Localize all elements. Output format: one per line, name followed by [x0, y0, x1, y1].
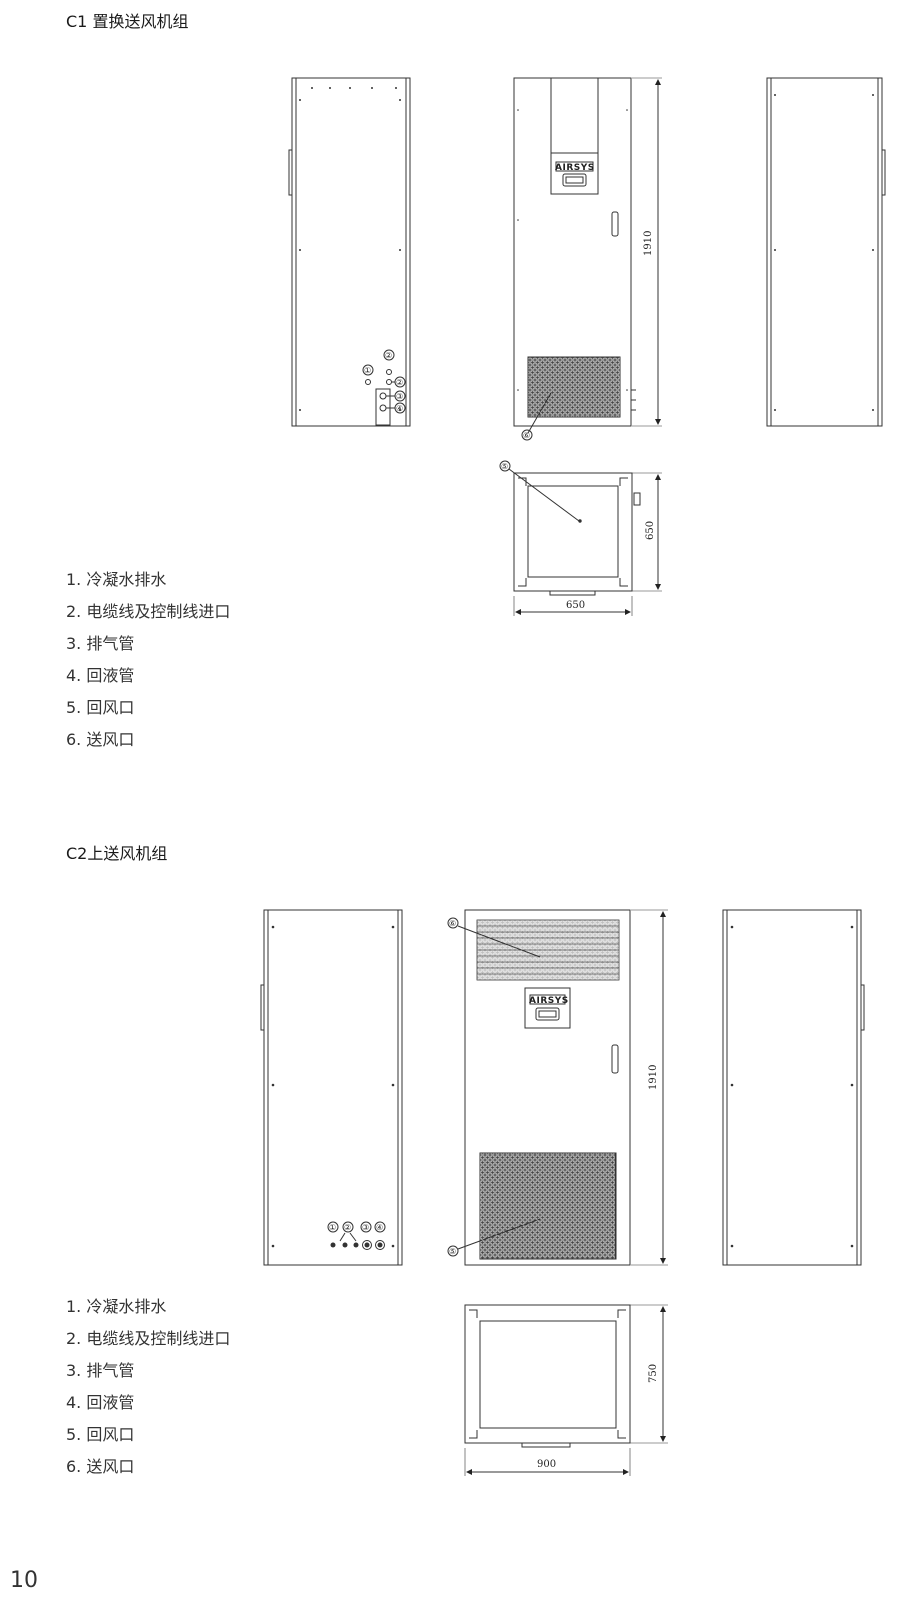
legend-item: 4. 回液管: [66, 1393, 135, 1412]
callout-6: ⑥: [523, 431, 530, 440]
c2-top-view: [464, 1304, 668, 1476]
callout-2: ②: [385, 351, 392, 360]
c1-airsys-logo: AIRSYS: [555, 163, 595, 173]
legend-item: 6. 送风口: [66, 1457, 135, 1476]
c2-dim-depth: 750: [648, 1364, 659, 1383]
callout-1: ①: [329, 1223, 336, 1232]
c1-dim-height: 1910: [643, 231, 654, 256]
legend-item: 1. 冷凝水排水: [66, 570, 167, 589]
c2-airsys-logo: AIRSYS: [529, 996, 569, 1006]
callout-3: ③: [396, 392, 403, 401]
callout-3: ③: [362, 1223, 369, 1232]
legend-item: 1. 冷凝水排水: [66, 1297, 167, 1316]
legend-item: 3. 排气管: [66, 634, 135, 653]
c2-side-view-left: [260, 909, 403, 1266]
legend-item: 2. 电缆线及控制线进口: [66, 1329, 231, 1348]
c1-front-view: [513, 77, 662, 441]
legend-item: 4. 回液管: [66, 666, 135, 685]
callout-5: ⑤: [449, 1247, 456, 1256]
c2-dim-height: 1910: [648, 1065, 659, 1090]
c1-side-view-right: [766, 77, 886, 427]
c1-dim-depth: 650: [645, 521, 656, 540]
legend-item: 5. 回风口: [66, 1425, 135, 1444]
legend-c2: 1. 冷凝水排水 2. 电缆线及控制线进口 3. 排气管 4. 回液管 5. 回…: [66, 1291, 230, 1483]
c2-side-view-right: [722, 909, 865, 1266]
c1-side-view-left: [288, 77, 411, 427]
section-title-c1: C1 置换送风机组: [66, 12, 189, 31]
c1-top-view: [499, 460, 662, 616]
c2-dim-width: 900: [537, 1459, 556, 1470]
callout-6: ⑥: [449, 919, 456, 928]
legend-item: 3. 排气管: [66, 1361, 135, 1380]
callout-5: ⑤: [501, 462, 508, 471]
page-number: 10: [10, 1568, 38, 1593]
callout-2: ②: [396, 378, 403, 387]
callout-1: ①: [364, 366, 371, 375]
callout-2: ②: [344, 1223, 351, 1232]
legend-item: 6. 送风口: [66, 730, 135, 749]
legend-item: 5. 回风口: [66, 698, 135, 717]
c2-callouts-side: [327, 1221, 386, 1233]
callout-4: ④: [396, 404, 403, 413]
c2-front-view: [447, 909, 668, 1266]
section-title-c2: C2上送风机组: [66, 844, 168, 863]
c1-dim-width: 650: [566, 600, 585, 611]
legend-item: 2. 电缆线及控制线进口: [66, 602, 231, 621]
callout-4: ④: [376, 1223, 383, 1232]
legend-c1: 1. 冷凝水排水 2. 电缆线及控制线进口 3. 排气管 4. 回液管 5. 回…: [66, 564, 230, 756]
c1-callouts-side: [362, 349, 406, 414]
